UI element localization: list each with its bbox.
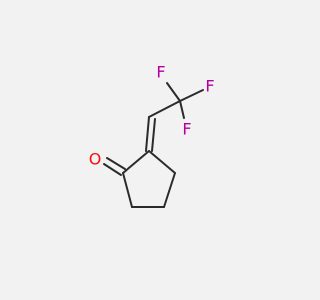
molecule-canvas: O F F F: [88, 62, 215, 208]
bond-c-f-right: [179, 89, 204, 102]
bond-carbonyl-1: [103, 163, 122, 176]
molecule-structure: O F F F: [89, 63, 215, 208]
fluorine-atom-label-right: F: [205, 77, 214, 96]
bond-c-f-bottom: [179, 100, 185, 119]
bond-exocyclic-2: [151, 118, 156, 152]
bond-ring-c2-c3: [148, 150, 176, 174]
bond-vinyl-cf3: [148, 100, 181, 118]
bond-exocyclic-1: [145, 116, 150, 152]
bond-ring-c3-c4: [163, 172, 176, 208]
bond-c-f-top: [166, 82, 181, 102]
bond-ring-c5-c1: [122, 172, 133, 208]
fluorine-atom-label-top: F: [156, 63, 165, 82]
bond-ring-c1-c2: [122, 150, 150, 174]
bond-carbonyl-2: [106, 157, 126, 170]
fluorine-atom-label-bottom: F: [182, 120, 191, 139]
oxygen-atom-label: O: [89, 150, 102, 169]
